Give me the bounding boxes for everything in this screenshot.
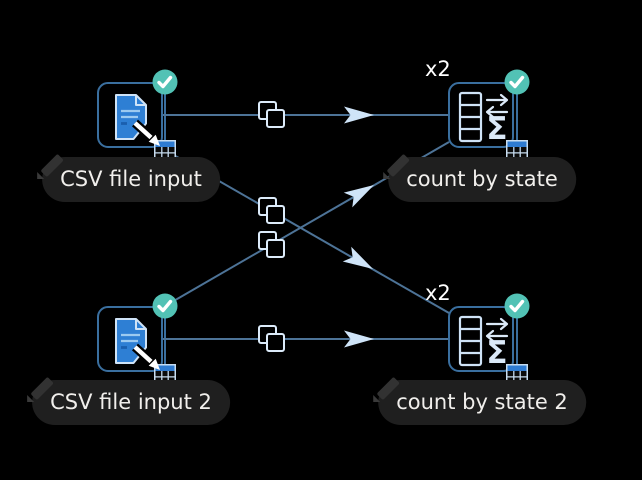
import-arrow-icon: [131, 343, 160, 370]
copy-icon[interactable]: [258, 197, 285, 224]
import-arrow-icon: [131, 119, 160, 146]
edge-arrowhead-icon: [343, 185, 374, 208]
node-label-text: count by state 2: [396, 390, 568, 414]
status-check-icon: [151, 292, 179, 320]
node-label-text: CSV file input: [60, 167, 202, 191]
sigma-icon: Σ: [486, 335, 507, 371]
node-label-count-by-state[interactable]: count by state: [388, 157, 576, 202]
status-check-icon: [503, 292, 531, 320]
swap-arrows-icon: [485, 93, 509, 119]
node-label-csv-file-input[interactable]: CSV file input: [42, 157, 220, 202]
edge-arrowhead-icon: [342, 246, 373, 269]
node-count-by-state-2[interactable]: Σ: [448, 306, 514, 372]
status-check-icon: [503, 68, 531, 96]
node-label-csv-file-input-2[interactable]: CSV file input 2: [32, 380, 230, 425]
status-check-icon: [151, 68, 179, 96]
instance-count-badge: x2: [425, 281, 451, 305]
edge-arrowhead-icon: [344, 106, 374, 124]
copy-icon[interactable]: [258, 231, 285, 258]
output-port-table-icon[interactable]: [506, 364, 528, 384]
copy-icon[interactable]: [258, 325, 285, 352]
edge-arrowhead-icon: [344, 330, 374, 348]
node-count-by-state[interactable]: Σ: [448, 82, 514, 148]
copy-icon-front-square: [266, 239, 285, 258]
sum-table-icon: Σ: [458, 315, 509, 371]
copy-icon[interactable]: [258, 101, 285, 128]
node-label-text: CSV file input 2: [50, 390, 212, 414]
node-label-count-by-state-2[interactable]: count by state 2: [378, 380, 586, 425]
copy-icon-front-square: [266, 109, 285, 128]
instance-count-badge: x2: [425, 57, 451, 81]
node-label-text: count by state: [406, 167, 558, 191]
swap-arrows-icon: [485, 317, 509, 343]
output-port-table-icon[interactable]: [154, 364, 176, 384]
sum-table-icon: Σ: [458, 91, 509, 147]
sigma-icon: Σ: [486, 111, 507, 147]
output-port-table-icon[interactable]: [506, 140, 528, 160]
copy-icon-front-square: [266, 205, 285, 224]
copy-icon-front-square: [266, 333, 285, 352]
